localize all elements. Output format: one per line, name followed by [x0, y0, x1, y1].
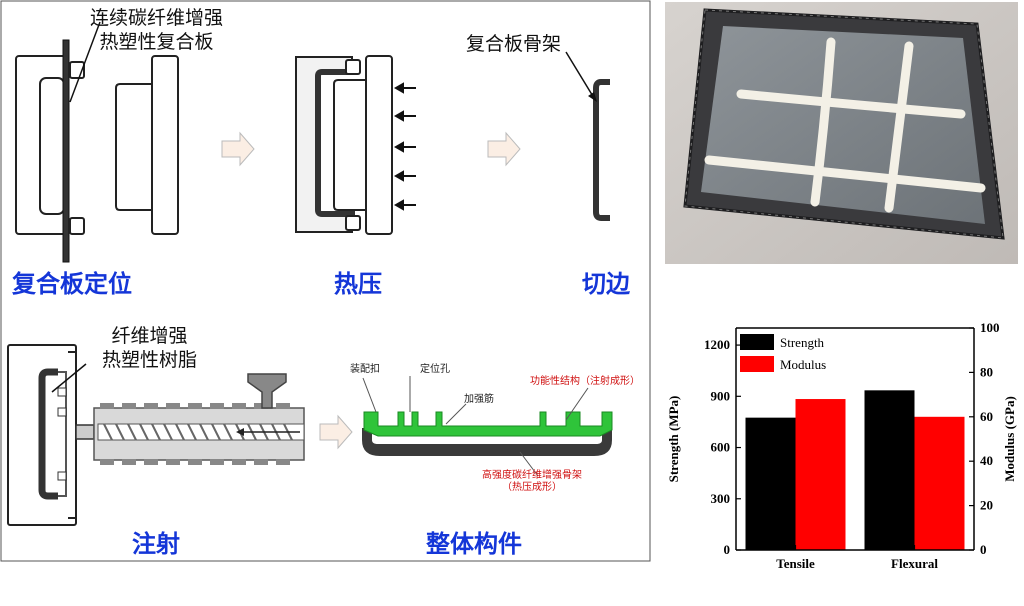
legend-swatch-strength — [740, 334, 774, 350]
cf-sheet-note-line1: 连续碳纤维增强 — [90, 7, 224, 29]
bars-group — [745, 390, 965, 550]
step-label-positioning: 复合板定位 — [12, 270, 132, 298]
legend-label-strength: Strength — [780, 335, 825, 350]
step4-injection — [7, 344, 305, 526]
legend-swatch-modulus — [740, 356, 774, 372]
tick-label-left: 900 — [711, 388, 731, 403]
cf-sheet — [62, 39, 70, 263]
category-label: Tensile — [776, 556, 815, 571]
y-axis-label-left: Strength (MPa) — [666, 396, 681, 483]
category-label: Flexural — [891, 556, 938, 571]
tick-label-left: 0 — [724, 542, 731, 557]
flow-arrow-2 — [487, 131, 521, 167]
tick-label-left: 300 — [711, 491, 731, 506]
pressure-arrows — [393, 82, 416, 211]
photo-illustration — [665, 2, 1018, 264]
callout-assembly-clip: 装配扣 — [350, 364, 380, 375]
callout-rib: 加强筋 — [464, 394, 494, 405]
step5-part — [362, 376, 613, 477]
process-diagram: 连续碳纤维增强 热塑性复合板 复合板骨架 纤维增强 热塑性树脂 复合板定位 热压… — [0, 0, 651, 562]
callout-locating-hole: 定位孔 — [420, 364, 450, 375]
ribs — [704, 37, 986, 213]
bar-modulus-flexural — [914, 416, 965, 550]
step1-mold — [15, 21, 179, 263]
composite-part-photo — [665, 2, 1018, 264]
flow-arrow-3 — [319, 414, 353, 450]
bar-modulus-tensile — [795, 399, 846, 550]
resin-note-line2: 热塑性树脂 — [102, 349, 198, 371]
step-label-trim: 切边 — [582, 270, 630, 298]
callout-skeleton-line2: （热压成形） — [502, 482, 562, 493]
step-label-injection: 注射 — [132, 530, 180, 558]
bar-strength-tensile — [745, 417, 796, 550]
callout-functional: 功能性结构（注射成形） — [530, 376, 640, 387]
tick-label-left: 600 — [711, 440, 731, 455]
resin-note-line1: 纤维增强 — [111, 325, 188, 347]
step3-frame — [565, 51, 610, 221]
resin-note: 纤维增强 热塑性树脂 — [102, 324, 197, 372]
tick-label-right: 60 — [980, 409, 993, 424]
tick-label-left: 1200 — [704, 337, 730, 352]
step-label-integrated: 整体构件 — [426, 530, 522, 558]
callout-skeleton-line1: 高强度碳纤维增强骨架 — [482, 470, 582, 481]
legend: Strength Modulus — [740, 334, 826, 372]
tick-label-right: 100 — [980, 320, 1000, 335]
y-axis-label-right: Modulus (GPa) — [1002, 396, 1017, 482]
tick-label-right: 0 — [980, 542, 987, 557]
step-label-hot-press: 热压 — [334, 270, 382, 298]
leader-line — [69, 21, 101, 103]
tick-label-right: 80 — [980, 364, 993, 379]
tick-label-right: 40 — [980, 453, 993, 468]
process-drawing — [0, 0, 651, 562]
frame-note: 复合板骨架 — [466, 33, 562, 55]
cf-sheet-note: 连续碳纤维增强 热塑性复合板 — [90, 6, 223, 54]
panel-border — [0, 0, 651, 562]
legend-label-modulus: Modulus — [780, 357, 826, 372]
heater-bands — [100, 403, 290, 465]
tick-label-right: 20 — [980, 498, 993, 513]
bar-strength-flexural — [864, 390, 915, 550]
callout-skeleton: 高强度碳纤维增强骨架 （热压成形） — [482, 470, 582, 494]
step2-press — [295, 55, 416, 235]
cf-sheet-note-line2: 热塑性复合板 — [99, 31, 214, 53]
flow-arrow-1 — [221, 131, 255, 167]
